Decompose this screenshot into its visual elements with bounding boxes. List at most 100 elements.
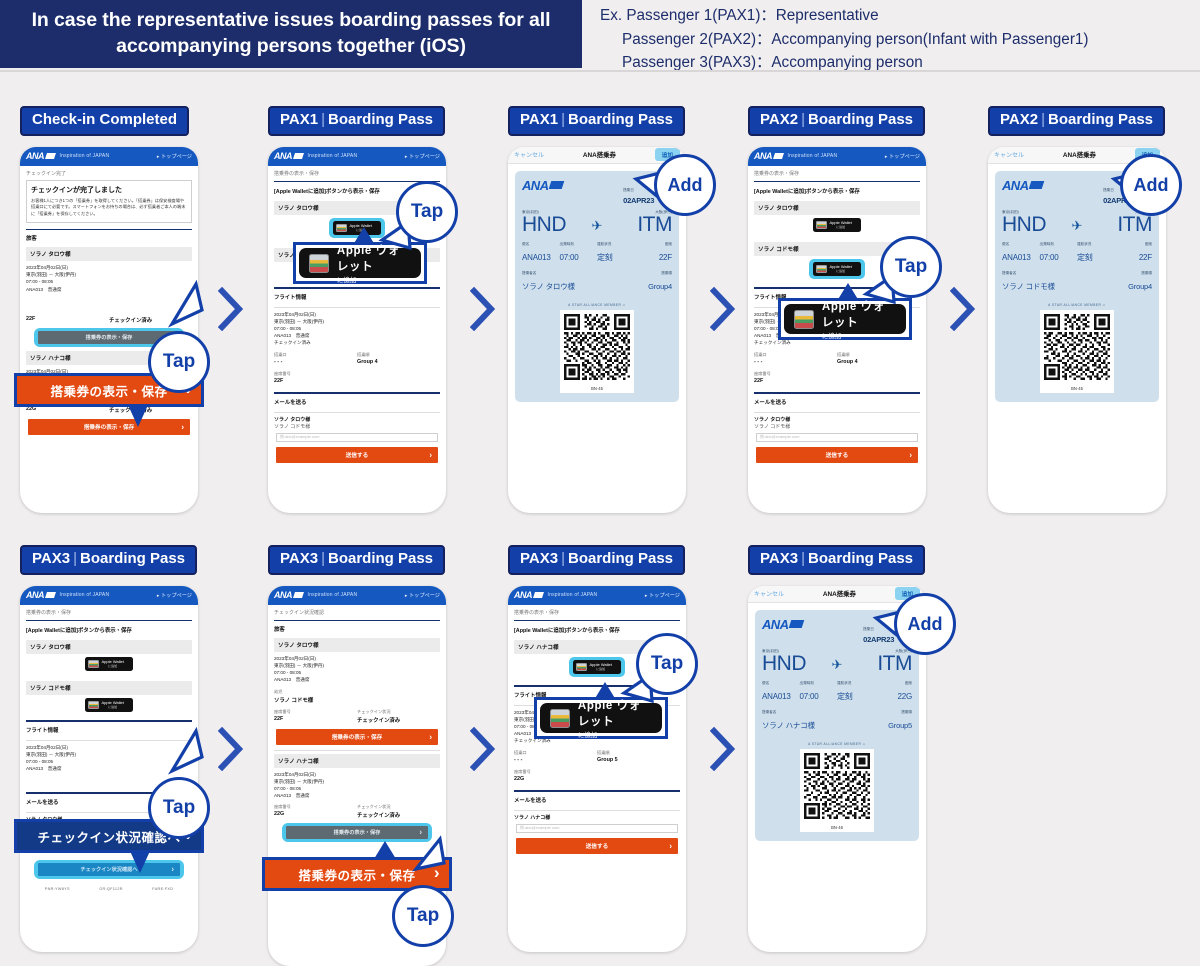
wallet-card-icon xyxy=(88,701,99,710)
ana-app-navbar: ANA Inspiration of JAPAN ▸ トップページ xyxy=(748,146,926,166)
step-8: PAX3|Boarding Pass ANA Inspiration of JA… xyxy=(508,545,698,952)
flow-arrow-1 xyxy=(218,287,244,331)
ana-pass-logo: ANA xyxy=(522,178,565,193)
section-divider xyxy=(754,392,920,394)
qr-code-container: BN·45 xyxy=(1040,309,1114,393)
nav-toppage-link[interactable]: ▸ トップページ xyxy=(404,592,440,599)
zoom-highlight-apple-wallet[interactable]: Apple ウォレットに追加 xyxy=(778,298,912,340)
step-7: PAX3|Boarding Pass ANA Inspiration of JA… xyxy=(262,545,454,966)
send-button[interactable]: 送信する xyxy=(756,446,918,463)
cancel-button[interactable]: キャンセル xyxy=(994,153,1025,159)
step-9-badge-sub: Boarding Pass xyxy=(807,550,914,567)
step-4: PAX2|Boarding Pass ANA Inspiration of JA… xyxy=(748,106,942,513)
callout-tail-6 xyxy=(167,727,204,775)
step-1-badge-main: Check-in Completed xyxy=(32,111,178,128)
step-9-badge-main: PAX3 xyxy=(760,550,799,567)
step-2-badge: PAX1|Boarding Pass xyxy=(268,106,446,136)
step-5-badge-sub: Boarding Pass xyxy=(1047,111,1154,128)
zoom-wallet-label: Apple ウォレットに追加 xyxy=(821,301,885,340)
cancel-button[interactable]: キャンセル xyxy=(754,592,785,598)
ana-logo: ANA xyxy=(274,151,304,161)
zoom-apple-wallet-popup[interactable]: Apple ウォレットに追加 xyxy=(784,301,906,340)
wallet-card-icon xyxy=(816,265,827,274)
email-input[interactable]: 例:abc@example.com xyxy=(276,432,438,442)
email-input[interactable]: 例:abc@example.com xyxy=(516,823,678,833)
zoom-pointer-arrow xyxy=(837,283,859,301)
send-button[interactable]: 送信する xyxy=(276,446,438,463)
email-input[interactable]: 例:abc@example.com xyxy=(756,432,918,442)
checkin-complete-heading: チェックインが完了しました xyxy=(31,186,122,194)
checkin-status-button[interactable]: チェックイン状況確認へ xyxy=(38,862,180,876)
zoom-apple-wallet-popup[interactable]: Apple ウォレットに追加 xyxy=(299,245,421,284)
nav-toppage-link[interactable]: ▸ トップページ xyxy=(156,153,192,160)
step-3-badge-sub: Boarding Pass xyxy=(567,111,674,128)
wallet-screen-title: ANA搭乗券 xyxy=(1062,152,1096,159)
origin: 東京(羽田)HND xyxy=(762,648,807,675)
wallet-card-icon xyxy=(88,660,99,669)
flight-detail: 2023年04月02日(日) 東京(羽田) － 大阪(伊丹) 07:00 - 0… xyxy=(274,311,325,346)
step-3-badge-main: PAX1 xyxy=(520,111,559,128)
nav-toppage-link[interactable]: ▸ トップページ xyxy=(156,592,192,599)
footer-codes: PNR:YW8YS OR:QF112R FARE:FXD xyxy=(20,883,198,891)
cancel-button[interactable]: キャンセル xyxy=(514,153,545,159)
zoom-pointer-arrow xyxy=(353,227,375,245)
footer-code-fare: FARE:FXD xyxy=(152,886,174,891)
wallet-card-icon xyxy=(576,663,587,672)
breadcrumb: チェックイン状況確認 xyxy=(274,609,325,616)
ana-app-navbar: ANA Inspiration of JAPAN ▸ トップページ xyxy=(20,585,198,605)
nav-toppage-link[interactable]: ▸ トップページ xyxy=(644,592,680,599)
callout-bubble-tap-4: Tap xyxy=(880,236,942,298)
flow-arrow-4 xyxy=(950,287,976,331)
show-save-button-pax3-highlight[interactable]: 搭乗券の表示・保存 xyxy=(282,822,432,842)
checkin-status-button-highlight[interactable]: チェックイン状況確認へ xyxy=(34,859,184,879)
ana-tagline: Inspiration of JAPAN xyxy=(307,592,358,598)
passenger-name: 搭乗者名ソラノ タロウ様 xyxy=(522,270,575,291)
show-save-button-pax1[interactable]: 搭乗券の表示・保存 xyxy=(38,330,180,344)
flight-detail-pax1: 2023年04月02日(日) 東京(羽田) － 大阪(伊丹) 07:00 - 0… xyxy=(274,656,325,683)
show-save-button-pax1[interactable]: 搭乗券の表示・保存 xyxy=(276,728,438,745)
step-5-badge: PAX2|Boarding Pass xyxy=(988,106,1166,136)
passenger-name-pax1: ソラノ タロウ様 xyxy=(26,247,192,262)
thin-divider xyxy=(514,809,680,811)
show-save-button-pax1-highlight[interactable]: 搭乗券の表示・保存 xyxy=(34,327,184,347)
callout-bubble-tap-8: Tap xyxy=(636,633,698,695)
step-7-badge: PAX3|Boarding Pass xyxy=(268,545,446,575)
step-6-badge-main: PAX3 xyxy=(32,550,71,567)
checkin-complete-box: チェックインが完了しました お客様1人につき1つの「搭乗券」を取得してください。… xyxy=(26,179,192,223)
show-save-button-pax3[interactable]: 搭乗券の表示・保存 xyxy=(286,825,428,839)
zoom-pointer-arrow xyxy=(128,405,148,427)
seat-status-pax1: 22F チェックイン済み xyxy=(26,315,153,324)
destination: 大阪(伊丹)ITM xyxy=(877,648,912,675)
route-row: 東京(羽田)HND ✈ 大阪(伊丹)ITM xyxy=(522,210,672,236)
section-title-mail: メールを送る xyxy=(26,799,59,806)
passenger-name-pax2: ソラノ コドモ様 xyxy=(754,242,920,257)
show-save-button-pax3[interactable]: 搭乗券の表示・保存 xyxy=(28,419,190,436)
send-button[interactable]: 送信する xyxy=(516,837,678,854)
nav-toppage-link[interactable]: ▸ トップページ xyxy=(884,153,920,160)
zoom-apple-wallet-popup[interactable]: Apple ウォレットに追加 xyxy=(540,700,662,739)
origin: 東京(羽田)HND xyxy=(1002,209,1047,236)
nav-toppage-link[interactable]: ▸ トップページ xyxy=(404,153,440,160)
callout-bubble-tap-1: Tap xyxy=(148,331,210,393)
